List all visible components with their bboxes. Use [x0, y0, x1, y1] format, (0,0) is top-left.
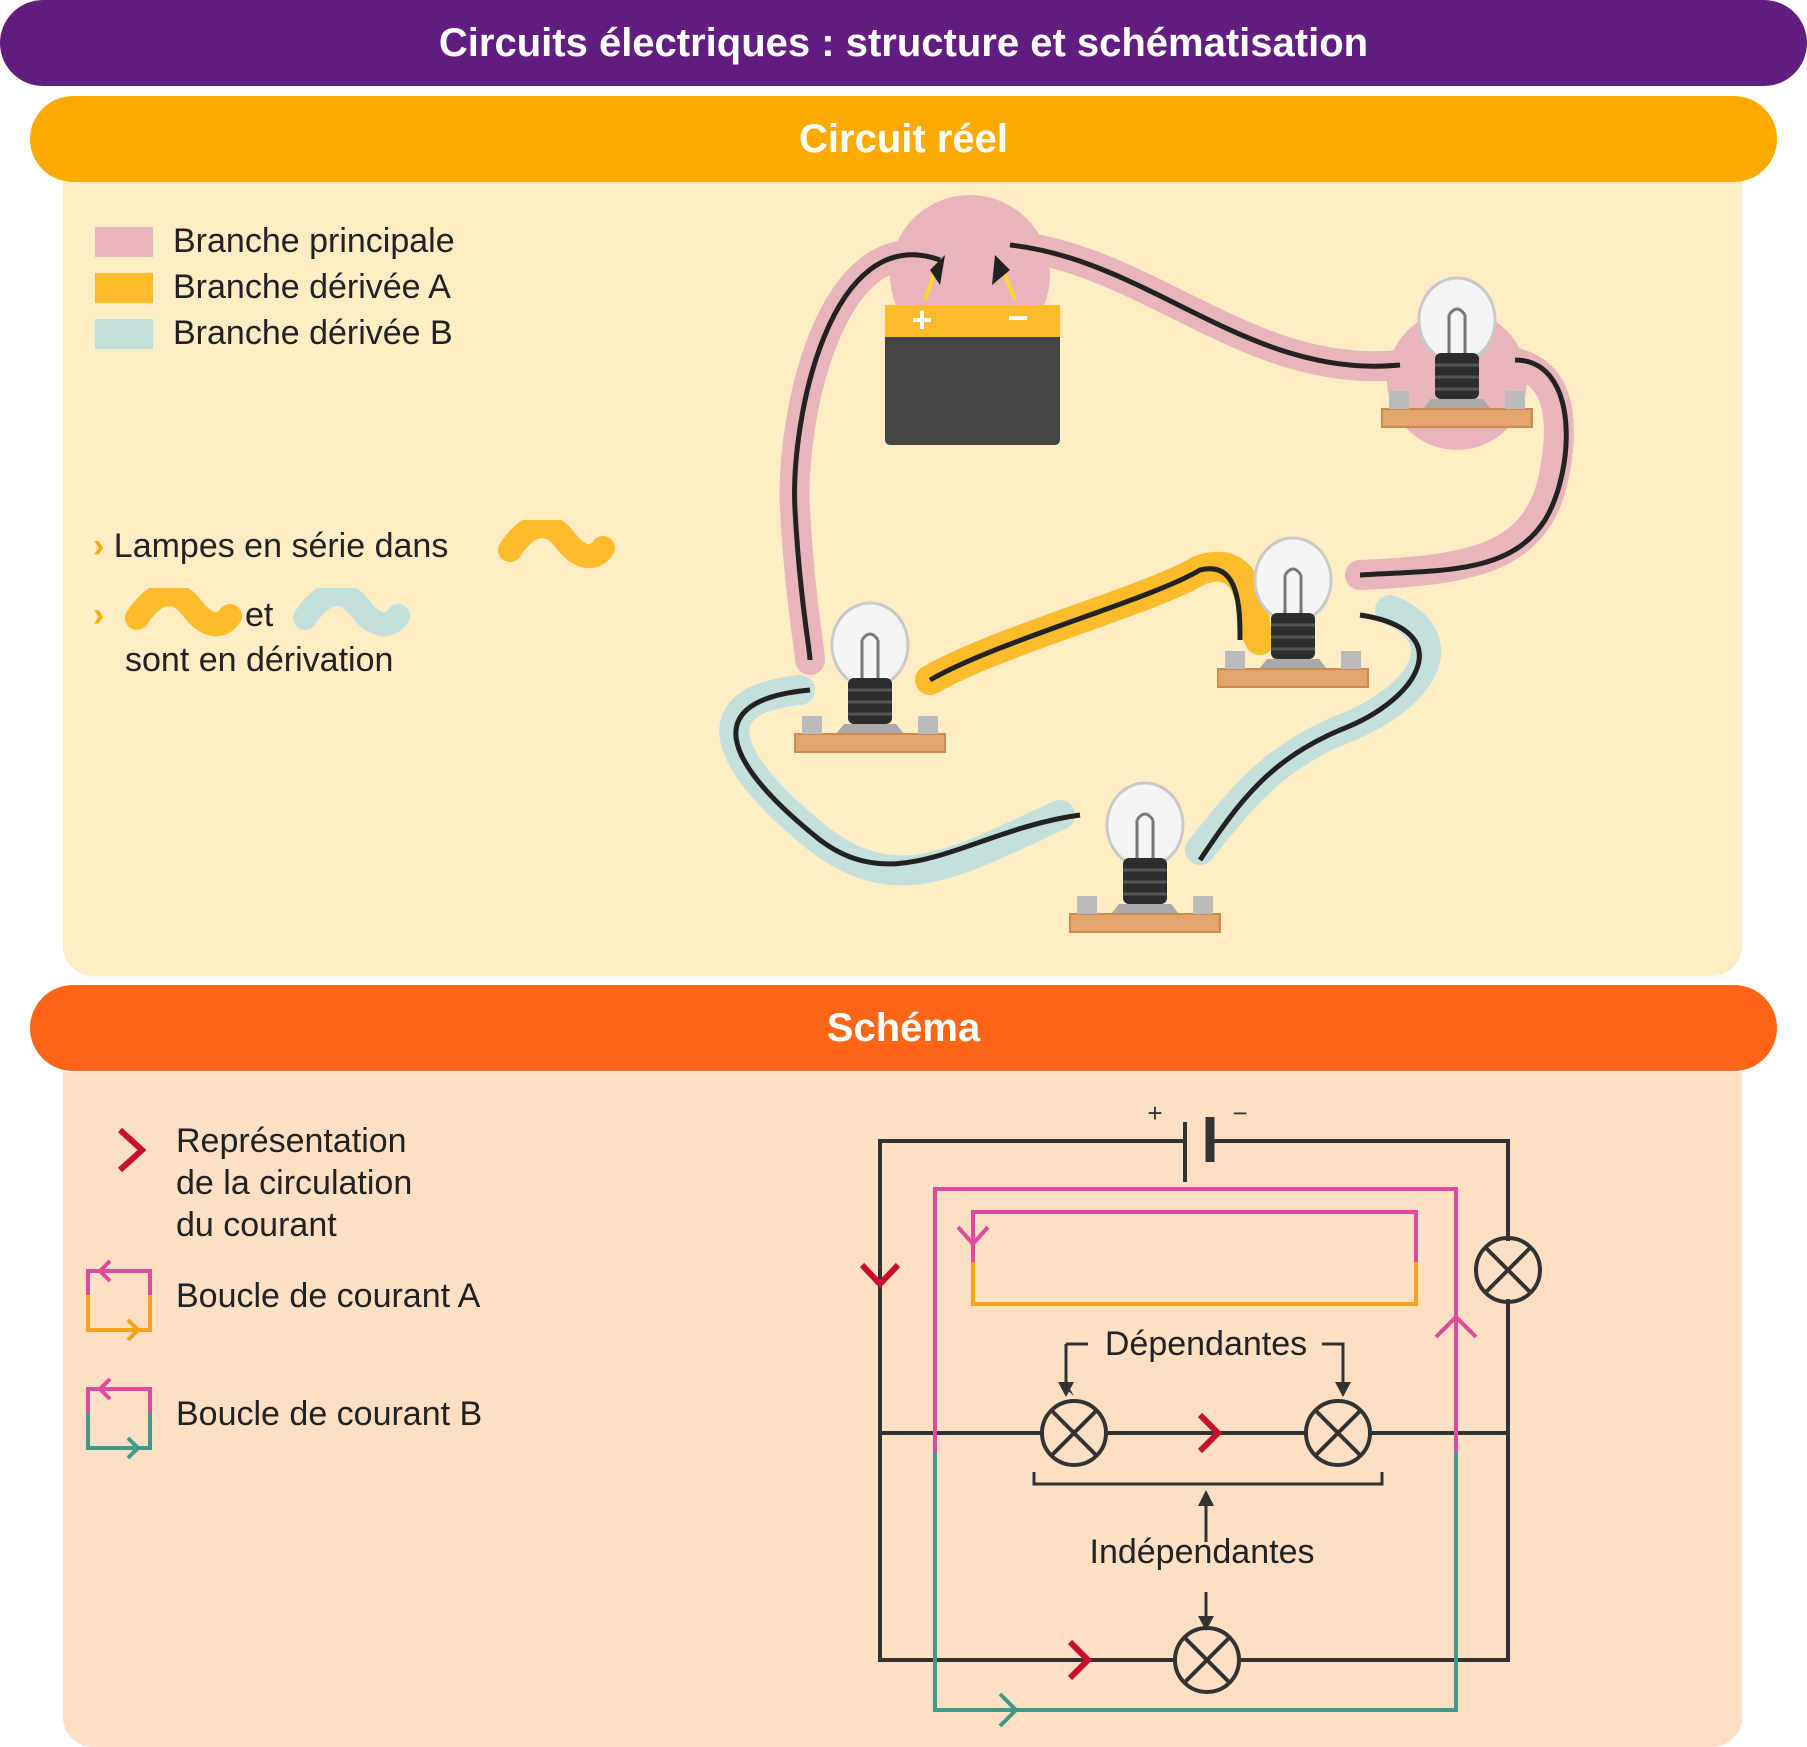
loop-b-legend-icon	[86, 1377, 152, 1460]
flow-legend-line-1: Représentation	[176, 1122, 407, 1160]
flow-legend: Représentation de la circulation du cour…	[176, 1120, 412, 1246]
loop-b	[933, 1187, 1478, 1728]
branch-a-squiggle-icon	[498, 520, 615, 569]
loop-a	[956, 1210, 1418, 1306]
lamp-symbol-icon-a1	[1040, 1399, 1108, 1467]
legend-branch-b-label: Branche dérivée B	[173, 314, 453, 352]
flow-arrows	[859, 1262, 1223, 1681]
independent-label: Indépendantes	[1090, 1533, 1315, 1571]
swatch-branch-a	[95, 272, 153, 303]
annotation-arrowheads	[1058, 1382, 1351, 1631]
loop-b-label: Boucle de courant B	[176, 1395, 483, 1433]
real-circuit-illustration: + −	[719, 195, 1574, 933]
dependent-label: Dépendantes	[1105, 1325, 1307, 1363]
flow-arrow-icon-bottom	[1067, 1639, 1093, 1681]
series-note: › Lampes en série dans	[93, 527, 448, 566]
chevron-icon: ›	[93, 596, 105, 634]
legend-main-branch: Branche principale	[95, 222, 455, 261]
branch-a-squiggle-icon-2	[125, 588, 242, 637]
branch-b-squiggle-icon	[293, 588, 410, 637]
legend-branch-a: Branche dérivée A	[95, 268, 451, 307]
circuit-schematic: + − Dépendantes Indépenda	[859, 1098, 1542, 1728]
chevron-icon: ›	[93, 527, 105, 565]
section-header-real-circuit: Circuit réel	[30, 96, 1777, 182]
parallel-note: sont en dérivation	[125, 641, 394, 679]
flow-arrow-icon-left	[859, 1262, 901, 1289]
legend-branch-a-label: Branche dérivée A	[173, 268, 451, 306]
flow-legend-line-3: du courant	[176, 1206, 337, 1244]
lamp-symbol-icon-b	[1173, 1626, 1241, 1694]
swatch-main-branch	[95, 226, 153, 257]
lamp-symbol-icons	[1040, 1236, 1542, 1694]
svg-text:+: +	[911, 299, 932, 340]
parallel-chevron: ›	[93, 596, 104, 635]
flow-arrow-icon-middle	[1197, 1412, 1223, 1454]
svg-text:−: −	[1007, 297, 1028, 338]
schematic-wires	[878, 1139, 1510, 1662]
flow-legend-line-2: de la circulation	[176, 1164, 413, 1202]
battery-symbol-icon: + −	[1147, 1098, 1248, 1182]
dependent-brackets	[1032, 1342, 1384, 1620]
swatch-branch-b	[95, 318, 153, 349]
series-note-text: Lampes en série dans	[113, 527, 449, 565]
and-word: et	[245, 596, 274, 634]
flow-arrow-icon	[117, 1127, 147, 1173]
loop-a-label: Boucle de courant A	[176, 1277, 481, 1315]
section-header-schema: Schéma	[30, 985, 1777, 1071]
legend-main-branch-label: Branche principale	[173, 222, 455, 260]
schema-plus: +	[1147, 1098, 1162, 1128]
schema-panel	[63, 1072, 1742, 1747]
loop-a-legend-icon	[86, 1259, 152, 1342]
lamp-symbol-icon-main	[1474, 1236, 1542, 1304]
legend-branch-b: Branche dérivée B	[95, 314, 453, 353]
lamp-symbol-icon-a2	[1304, 1399, 1372, 1467]
battery-icon: + −	[885, 255, 1060, 445]
schema-minus: −	[1232, 1098, 1247, 1128]
wires	[733, 242, 1569, 867]
page-title: Circuits électriques : structure et sché…	[0, 0, 1807, 86]
